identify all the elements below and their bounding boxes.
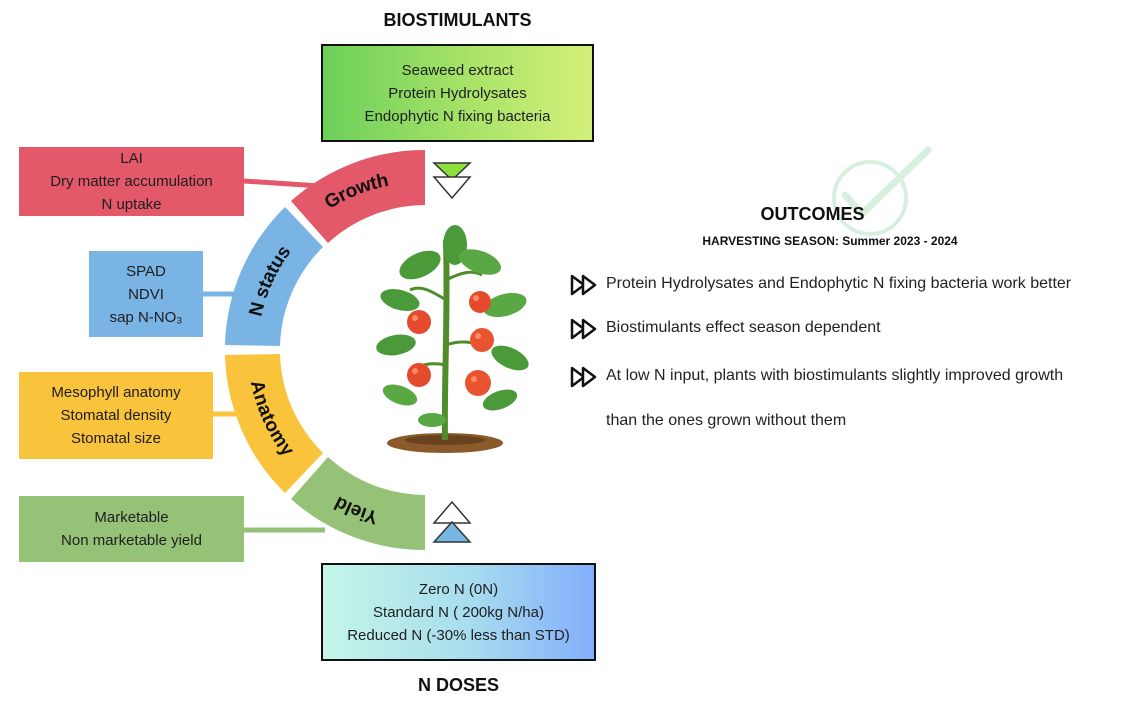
growth-connector xyxy=(243,178,321,189)
yield-segment xyxy=(291,457,425,551)
checkmark-watermark-icon xyxy=(832,146,932,236)
anatomy-metric: Stomatal density xyxy=(60,407,172,424)
biostimulant-item: Protein Hydrolysates xyxy=(388,84,527,102)
down-arrow-icon xyxy=(432,162,472,200)
yield-metric: Marketable xyxy=(94,509,169,526)
yield-metrics-box: Marketable Non marketable yield xyxy=(19,496,244,562)
tomato-plant-icon xyxy=(376,225,529,453)
n-status-metric: NDVI xyxy=(128,285,164,303)
outcome-text: Protein Hydrolysates and Endophytic N fi… xyxy=(606,275,1072,292)
n-status-metric: SPAD xyxy=(126,262,166,280)
anatomy-segment xyxy=(225,354,323,493)
up-arrow-icon xyxy=(432,500,472,543)
anatomy-metric: Mesophyll anatomy xyxy=(51,384,181,401)
double-chevron-icon xyxy=(570,318,597,340)
n-status-metrics-box: SPAD NDVI sap N-NO₃ xyxy=(89,251,203,337)
growth-metric: LAI xyxy=(120,150,143,167)
double-chevron-icon xyxy=(570,366,597,388)
n-doses-heading: N DOSES xyxy=(417,675,500,695)
harvesting-season: HARVESTING SEASON: Summer 2023 - 2024 xyxy=(702,234,958,248)
n-doses-box: Zero N (0N) Standard N ( 200kg N/ha) Red… xyxy=(321,563,596,661)
outcome-item: Protein Hydrolysates and Endophytic N fi… xyxy=(570,275,1071,293)
n-status-metric: sap N-NO₃ xyxy=(109,308,183,326)
biostimulant-item: Seaweed extract xyxy=(401,61,514,79)
outcome-continuation: than the ones grown without them xyxy=(606,412,847,429)
outcomes-heading: OUTCOMES xyxy=(760,204,865,224)
outcome-item: Biostimulants effect season dependent xyxy=(570,319,881,337)
outcome-text: At low N input, plants with biostimulant… xyxy=(606,367,1064,384)
n-dose-item: Reduced N (-30% less than STD) xyxy=(347,626,570,644)
n-dose-item: Zero N (0N) xyxy=(418,580,499,598)
biostimulant-item: Endophytic N fixing bacteria xyxy=(364,107,551,125)
growth-metrics-box: LAI Dry matter accumulation N uptake xyxy=(19,147,244,216)
outcome-text: Biostimulants effect season dependent xyxy=(606,319,881,336)
anatomy-metrics-box: Mesophyll anatomy Stomatal density Stoma… xyxy=(19,372,213,459)
yield-metric: Non marketable yield xyxy=(61,532,202,549)
anatomy-metric: Stomatal size xyxy=(70,430,162,447)
growth-metric: N uptake xyxy=(101,196,162,213)
double-chevron-icon xyxy=(570,274,597,296)
growth-metric: Dry matter accumulation xyxy=(50,173,213,190)
growth-segment xyxy=(291,149,425,243)
biostimulants-heading: BIOSTIMULANTS xyxy=(383,10,532,30)
biostimulants-box: Seaweed extract Protein Hydrolysates End… xyxy=(321,44,594,142)
n-status-segment xyxy=(225,207,323,346)
n-dose-item: Standard N ( 200kg N/ha) xyxy=(373,603,544,621)
outcome-item: At low N input, plants with biostimulant… xyxy=(570,367,1063,385)
